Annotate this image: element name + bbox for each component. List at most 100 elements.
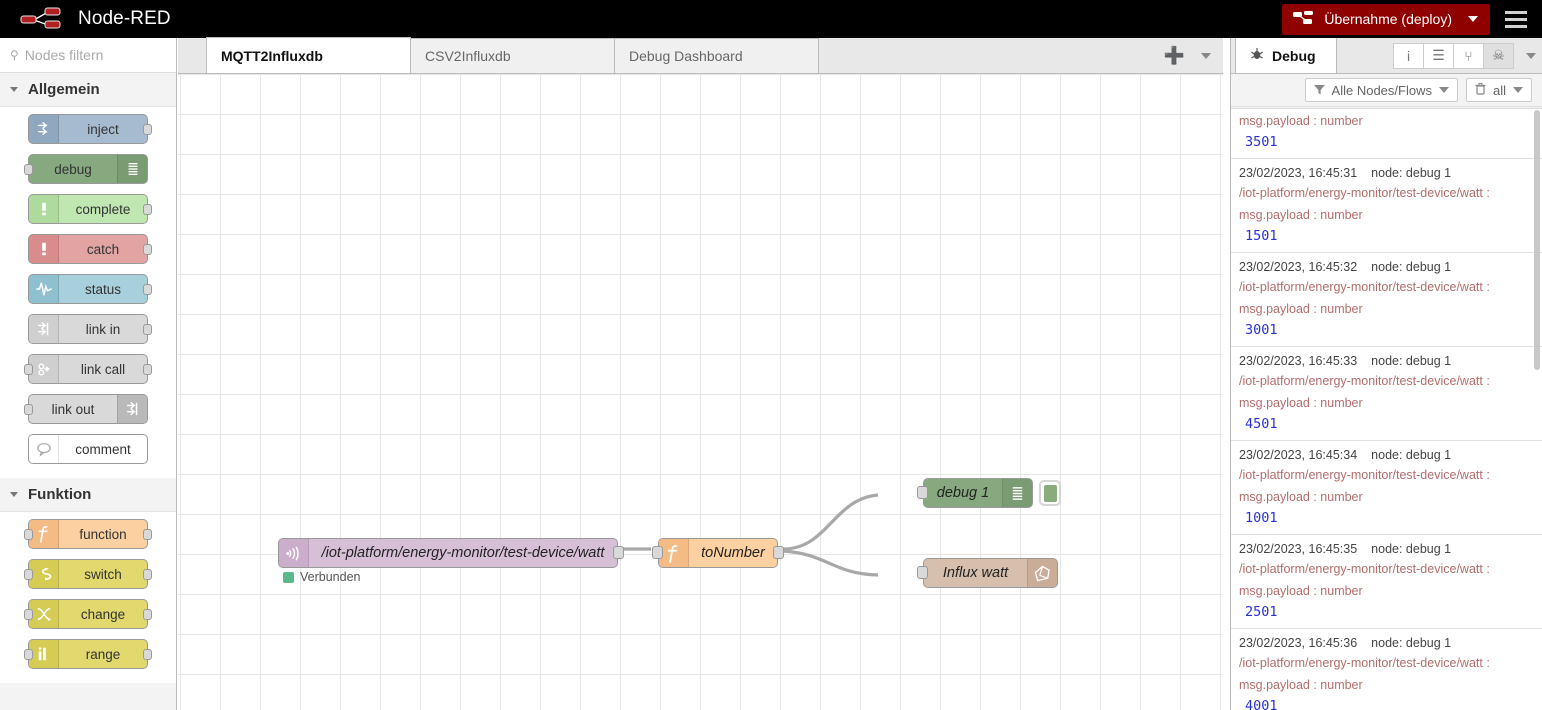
search-input[interactable] — [24, 47, 160, 63]
function-node-tonumber[interactable]: toNumber — [658, 538, 778, 568]
input-port[interactable] — [917, 566, 928, 579]
link-call-icon — [29, 355, 59, 383]
palette-node-catch[interactable]: catch — [28, 234, 152, 264]
chevron-down-icon[interactable] — [1201, 52, 1211, 59]
debug-node-debug1[interactable]: debug 1 — [923, 478, 1033, 508]
palette-node-switch[interactable]: switch — [24, 559, 152, 589]
debug-lines-icon — [117, 155, 147, 183]
flow-tab-label: MQTT2Influxdb — [221, 47, 323, 64]
debug-filter-button[interactable]: Alle Nodes/Flows — [1304, 78, 1458, 102]
input-port[interactable] — [652, 546, 663, 559]
output-port[interactable] — [143, 244, 152, 255]
info-icon[interactable]: i — [1393, 42, 1424, 69]
input-port[interactable] — [24, 164, 33, 175]
chevron-down-icon[interactable] — [1438, 87, 1449, 93]
input-port[interactable] — [917, 486, 928, 499]
input-port[interactable] — [24, 529, 33, 540]
palette-node-link-in[interactable]: link in — [28, 314, 152, 344]
output-port[interactable] — [143, 284, 152, 295]
debug-vertical-scrollbar[interactable] — [1534, 110, 1540, 370]
tab-debug[interactable]: Debug — [1235, 38, 1337, 73]
palette-node-status[interactable]: status — [28, 274, 152, 304]
node-label: toNumber — [701, 545, 765, 561]
debug-value: 1501 — [1245, 228, 1278, 244]
palette-node-complete[interactable]: complete — [28, 194, 152, 224]
chevron-down-icon[interactable] — [1526, 52, 1536, 59]
link-out-icon — [117, 395, 147, 423]
chevron-down-icon — [10, 492, 18, 497]
sidebar-tool-icons: i☰⑂☠ — [1393, 38, 1542, 73]
output-port[interactable] — [143, 124, 152, 135]
palette-node-label: range — [85, 646, 121, 662]
influxdb-out-node[interactable]: Influx watt — [923, 558, 1058, 588]
help-book-icon[interactable]: ☰ — [1423, 42, 1454, 69]
output-port[interactable] — [613, 546, 624, 559]
debug-clear-button[interactable]: all — [1465, 78, 1532, 102]
chevron-down-icon[interactable] — [1468, 16, 1478, 22]
flow-tabs: MQTT2Influxdb CSV2Influxdb Debug Dashboard — [178, 37, 819, 73]
output-port[interactable] — [773, 546, 784, 559]
debug-value: 4001 — [1245, 698, 1278, 710]
flow-tab-bar: MQTT2Influxdb CSV2Influxdb Debug Dashboard… — [178, 37, 1223, 74]
flow-tab-label: Debug Dashboard — [629, 48, 743, 64]
palette-node-range[interactable]: range — [24, 639, 152, 669]
palette-node-label: function — [79, 526, 127, 542]
palette-node-label: comment — [75, 441, 131, 457]
input-port[interactable] — [24, 364, 33, 375]
palette-category-allgemein[interactable]: Allgemein — [0, 73, 176, 107]
palette-search[interactable]: ⚲ — [0, 38, 176, 73]
palette-node-debug[interactable]: debug — [24, 154, 148, 184]
input-port[interactable] — [24, 649, 33, 660]
mqtt-in-node[interactable]: /iot-platform/energy-monitor/test-device… — [278, 538, 618, 568]
output-port[interactable] — [143, 364, 152, 375]
input-port[interactable] — [24, 404, 33, 415]
chevron-down-icon[interactable] — [1513, 87, 1523, 93]
flow-tab-csv2influxdb[interactable]: CSV2Influxdb — [410, 38, 615, 73]
bug-icon[interactable]: ☠ — [1483, 42, 1514, 69]
palette-node-link-out[interactable]: link out — [24, 394, 148, 424]
flow-tab-debug-dashboard[interactable]: Debug Dashboard — [614, 38, 819, 73]
output-port[interactable] — [143, 609, 152, 620]
config-nodes-icon[interactable]: ⑂ — [1453, 42, 1484, 69]
output-port[interactable] — [143, 324, 152, 335]
debug-source-node: node: debug 1 — [1371, 448, 1452, 462]
output-port[interactable] — [143, 569, 152, 580]
output-port[interactable] — [143, 649, 152, 660]
palette-node-inject[interactable]: inject — [28, 114, 152, 144]
palette-node-link-call[interactable]: link call — [24, 354, 152, 384]
influxdb-icon — [1027, 559, 1057, 587]
palette-node-label: link in — [85, 321, 121, 337]
debug-topic: /iot-platform/energy-monitor/test-device… — [1239, 186, 1490, 200]
palette-node-label: complete — [75, 201, 131, 217]
change-swap-icon — [29, 600, 59, 628]
debug-topic: /iot-platform/energy-monitor/test-device… — [1239, 656, 1490, 670]
input-port[interactable] — [24, 609, 33, 620]
palette-node-change[interactable]: change — [24, 599, 152, 629]
debug-timestamp: 23/02/2023, 16:45:31 — [1239, 166, 1358, 180]
chevron-down-icon — [10, 87, 18, 92]
flow-canvas[interactable]: /iot-platform/energy-monitor/test-device… — [178, 74, 1223, 710]
output-port[interactable] — [143, 204, 152, 215]
deploy-button[interactable]: Übernahme (deploy) — [1282, 3, 1490, 35]
node-red-logo-icon — [20, 6, 66, 33]
node-label: debug 1 — [936, 485, 990, 501]
input-port[interactable] — [24, 569, 33, 580]
palette-category-funktion[interactable]: Funktion — [0, 478, 176, 512]
flow-tab-mqtt2influxdb[interactable]: MQTT2Influxdb — [206, 37, 411, 73]
palette-node-function[interactable]: function — [24, 519, 152, 549]
palette-node-comment[interactable]: comment — [28, 434, 148, 464]
hamburger-menu-icon[interactable] — [1490, 0, 1542, 38]
debug-output-toggle[interactable] — [1039, 480, 1061, 506]
output-port[interactable] — [143, 529, 152, 540]
plus-icon[interactable]: ➕ — [1163, 45, 1185, 65]
debug-timestamp: 23/02/2023, 16:45:33 — [1239, 354, 1358, 368]
